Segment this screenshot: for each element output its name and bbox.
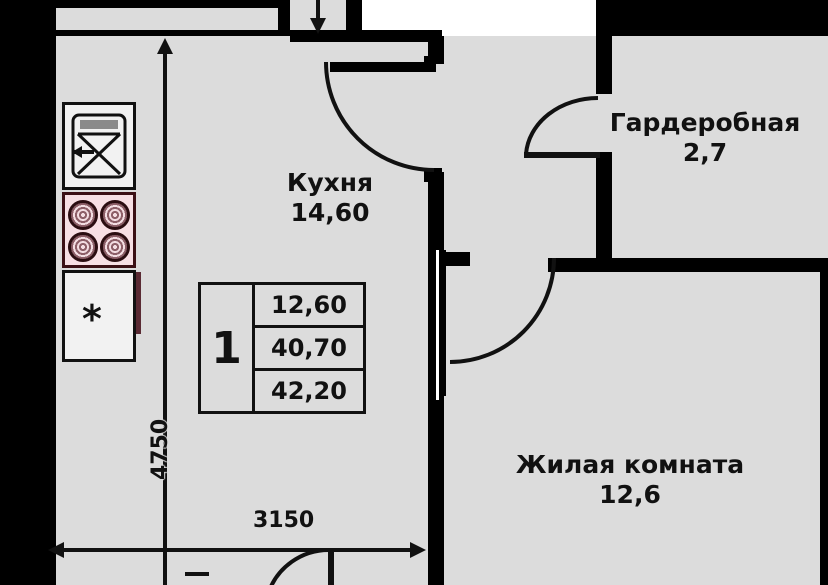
dimension-arrow-right	[410, 542, 426, 558]
wall-wardrobe-bottom	[548, 258, 828, 272]
living-room-floor	[442, 258, 828, 585]
wall-wardrobe-left-lower	[596, 152, 612, 258]
spec-rooms-count: 1	[201, 285, 255, 411]
wall-kitchen-top	[290, 30, 442, 42]
wall-living-top-left	[442, 252, 470, 266]
dimension-arrow-up	[157, 38, 173, 54]
room-area-kitchen: 14,60	[290, 198, 370, 227]
dimension-tick-bottom	[185, 572, 209, 576]
kitchen-entry-door[interactable]	[322, 61, 435, 174]
wardrobe-floor	[608, 36, 828, 258]
dimension-label-3150: 3150	[253, 508, 315, 533]
dimension-line-top	[316, 0, 320, 22]
wardrobe-door[interactable]	[524, 95, 600, 158]
spec-value-total-area: 40,70	[255, 328, 363, 371]
cooktop-burner-4	[100, 232, 130, 262]
room-area-living-room: 12,6	[599, 480, 661, 509]
wall-top-left-block	[0, 0, 56, 585]
wall-center-vertical-bottom	[428, 396, 444, 585]
sink-icon	[70, 112, 128, 180]
room-label-living-room: Жилая комната 12,6	[490, 450, 770, 510]
dimension-arrow-left	[48, 542, 64, 558]
spec-values: 12,60 40,70 42,20	[255, 285, 363, 411]
wall-hairline-center	[436, 250, 439, 400]
cooktop-burner-2	[100, 200, 130, 230]
wall-right-top	[608, 0, 828, 36]
room-label-wardrobe: Гардеробная 2,7	[590, 108, 820, 168]
spec-value-living-area: 12,60	[255, 285, 363, 328]
refrigerator-handle	[136, 272, 141, 334]
spec-value-gross-area: 42,20	[271, 377, 347, 405]
wall-center-vertical-upper	[428, 36, 444, 64]
wall-corridor-right	[346, 0, 362, 36]
bottom-door[interactable]	[266, 547, 336, 585]
room-label-kitchen: Кухня 14,60	[230, 168, 430, 228]
refrigerator-unit	[62, 270, 136, 362]
wall-balcony-top	[56, 0, 290, 8]
dimension-line-horizontal	[62, 548, 414, 552]
wall-right-top-stub	[596, 0, 614, 22]
living-room-door[interactable]	[448, 257, 558, 366]
wall-kitchen-door-header	[330, 62, 430, 72]
cooktop-burner-3	[68, 232, 98, 262]
room-area-wardrobe: 2,7	[682, 138, 728, 167]
apartment-spec-table: 1 12,60 40,70 42,20	[198, 282, 366, 414]
room-name-living-room: Жилая комната	[515, 450, 745, 479]
wall-center-vertical-mid	[428, 172, 444, 250]
wall-right-edge	[820, 258, 828, 585]
room-name-kitchen: Кухня	[286, 168, 374, 197]
wall-balcony-bottom	[56, 30, 290, 36]
room-name-wardrobe: Гардеробная	[609, 108, 801, 137]
balcony-floor	[56, 8, 278, 30]
refrigerator-icon: *	[82, 297, 102, 341]
dimension-label-4750: 4750	[148, 418, 173, 480]
wall-wardrobe-left-upper	[596, 22, 612, 94]
cooktop-burner-1	[68, 200, 98, 230]
dimension-line-vertical	[163, 52, 167, 585]
dimension-arrow-down	[310, 18, 326, 34]
wall-balcony-right	[278, 0, 290, 36]
